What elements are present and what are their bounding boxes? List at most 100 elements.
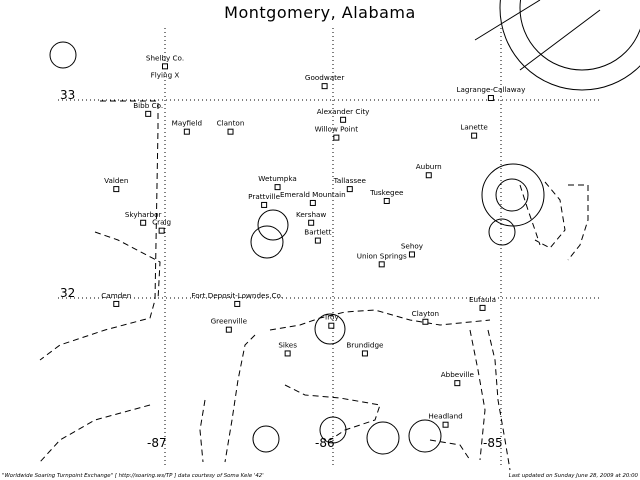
airport-label: Lanette bbox=[460, 123, 488, 132]
airport-label: Sehoy bbox=[401, 241, 424, 250]
latitude-label: 33 bbox=[60, 88, 75, 102]
airport-marker[interactable]: Shelby Co. bbox=[146, 53, 184, 70]
airport-label: Goodwater bbox=[305, 73, 344, 82]
airport-label: Craig bbox=[152, 218, 171, 227]
airport-square-icon bbox=[487, 95, 494, 102]
airport-marker[interactable]: Eufaula bbox=[469, 295, 496, 311]
airport-label: Brundidge bbox=[346, 340, 384, 349]
airport-marker[interactable]: Emerald Mountain bbox=[280, 190, 346, 206]
airport-marker[interactable]: Lagrange-Callaway bbox=[457, 85, 527, 102]
airport-marker[interactable]: Clayton bbox=[412, 309, 439, 325]
airport-square-icon bbox=[328, 322, 335, 329]
airport-square-icon bbox=[261, 201, 268, 208]
airport-square-icon bbox=[378, 261, 385, 268]
airport-marker[interactable]: Tuskegee bbox=[369, 188, 404, 204]
longitude-label: -87 bbox=[147, 436, 167, 450]
airport-square-icon bbox=[442, 421, 449, 428]
airport-marker[interactable]: Alexander City bbox=[317, 107, 370, 123]
airport-markers: Shelby Co. Flying X GoodwaterLagrange-Call… bbox=[101, 53, 527, 428]
map-title: Montgomery, Alabama bbox=[224, 3, 416, 22]
airport-square-icon bbox=[225, 326, 232, 333]
airport-square-icon bbox=[145, 110, 152, 117]
airport-square-icon bbox=[113, 186, 120, 193]
airport-label: Bartlett bbox=[304, 228, 331, 237]
airport-label: Valden bbox=[104, 176, 128, 185]
airport-marker[interactable]: Union Springs bbox=[357, 251, 407, 268]
airport-square-icon bbox=[321, 83, 328, 90]
airport-marker[interactable]: Lanette bbox=[460, 123, 488, 139]
airport-square-icon bbox=[113, 300, 120, 307]
airport-marker[interactable]: Fort Deposit-Lowndes Co. bbox=[191, 291, 283, 307]
airport-square-icon bbox=[308, 219, 315, 226]
turnpoint-rings bbox=[49, 0, 640, 455]
airport-marker[interactable]: Tallassee bbox=[333, 176, 367, 193]
airport-square-icon bbox=[425, 172, 432, 179]
airport-label: Auburn bbox=[416, 162, 442, 171]
airport-label: Tuskegee bbox=[369, 188, 404, 197]
airport-label: Fort Deposit-Lowndes Co. bbox=[191, 291, 283, 300]
airport-label: Wetumpka bbox=[258, 174, 297, 183]
airport-marker[interactable]: Mayfield bbox=[172, 119, 202, 135]
airport-square-icon bbox=[314, 237, 321, 244]
airport-label: Clayton bbox=[412, 309, 439, 318]
airport-label: Tallassee bbox=[333, 176, 367, 185]
airport-label: Camden bbox=[101, 291, 131, 300]
airport-marker[interactable]: Wetumpka bbox=[258, 174, 297, 191]
airport-square-icon bbox=[346, 186, 353, 193]
airport-marker[interactable]: Valden bbox=[104, 176, 128, 193]
airport-square-icon bbox=[422, 318, 429, 325]
airport-marker[interactable]: Sikes bbox=[278, 340, 297, 357]
airport-marker[interactable]: Abbeville bbox=[441, 370, 475, 387]
airport-label: Lagrange-Callaway bbox=[457, 85, 527, 94]
airport-marker[interactable]: Auburn bbox=[416, 162, 442, 179]
airport-label: Shelby Co. bbox=[146, 53, 184, 62]
airport-label: Emerald Mountain bbox=[280, 190, 346, 199]
airport-marker[interactable]: Clanton bbox=[217, 119, 245, 135]
airport-label: Kershaw bbox=[296, 210, 326, 219]
boundary-lines bbox=[39, 100, 589, 471]
airport-square-icon bbox=[284, 350, 291, 357]
coordinate-grid: 33 32 -87 -86 -85 bbox=[58, 28, 600, 466]
airport-marker[interactable]: Sehoy bbox=[401, 241, 424, 258]
airport-square-icon bbox=[471, 132, 478, 139]
airport-marker[interactable]: Kershaw bbox=[296, 210, 326, 226]
airport-label: Flying X bbox=[151, 70, 180, 79]
airport-marker[interactable]: Brundidge bbox=[346, 340, 384, 357]
airport-square-icon bbox=[158, 227, 165, 234]
airport-label: Prattville bbox=[248, 192, 280, 201]
airport-square-icon bbox=[274, 184, 281, 191]
airport-marker[interactable]: Camden bbox=[101, 291, 131, 307]
airport-label: Abbeville bbox=[441, 370, 475, 379]
airport-label: Willow Point bbox=[315, 125, 359, 134]
airport-square-icon bbox=[140, 219, 147, 226]
airport-square-icon bbox=[361, 350, 368, 357]
airport-square-icon bbox=[408, 251, 415, 258]
latitude-label: 32 bbox=[60, 286, 75, 300]
airport-marker[interactable]: Flying X bbox=[151, 70, 180, 79]
airport-marker[interactable]: Willow Point bbox=[315, 125, 359, 141]
airport-marker[interactable]: Prattville bbox=[248, 192, 281, 208]
airport-marker[interactable]: Goodwater bbox=[305, 73, 344, 90]
airport-marker[interactable]: Skyharbor bbox=[125, 210, 162, 226]
airport-marker[interactable]: Troy bbox=[323, 313, 340, 329]
airport-label: Skyharbor bbox=[125, 210, 162, 219]
airport-label: Sikes bbox=[278, 340, 297, 349]
longitude-label: -86 bbox=[315, 436, 335, 450]
airport-label: Clanton bbox=[217, 119, 245, 128]
footer-timestamp: Last updated on Sunday June 28, 2009 at … bbox=[509, 473, 639, 479]
airport-marker[interactable]: Greenville bbox=[211, 317, 248, 333]
airport-square-icon bbox=[227, 128, 234, 135]
airport-square-icon bbox=[383, 197, 390, 204]
airport-square-icon bbox=[309, 199, 316, 206]
airport-square-icon bbox=[162, 63, 168, 70]
airport-marker[interactable]: Craig bbox=[152, 218, 171, 234]
airport-label: Bibb Co. bbox=[133, 101, 163, 110]
longitude-label: -85 bbox=[483, 436, 503, 450]
airport-marker[interactable]: Headland bbox=[428, 412, 463, 428]
airport-marker[interactable]: Bibb Co. bbox=[133, 101, 163, 117]
airport-square-icon bbox=[333, 134, 340, 141]
airport-square-icon bbox=[340, 116, 347, 123]
airport-marker[interactable]: Bartlett bbox=[304, 228, 332, 244]
